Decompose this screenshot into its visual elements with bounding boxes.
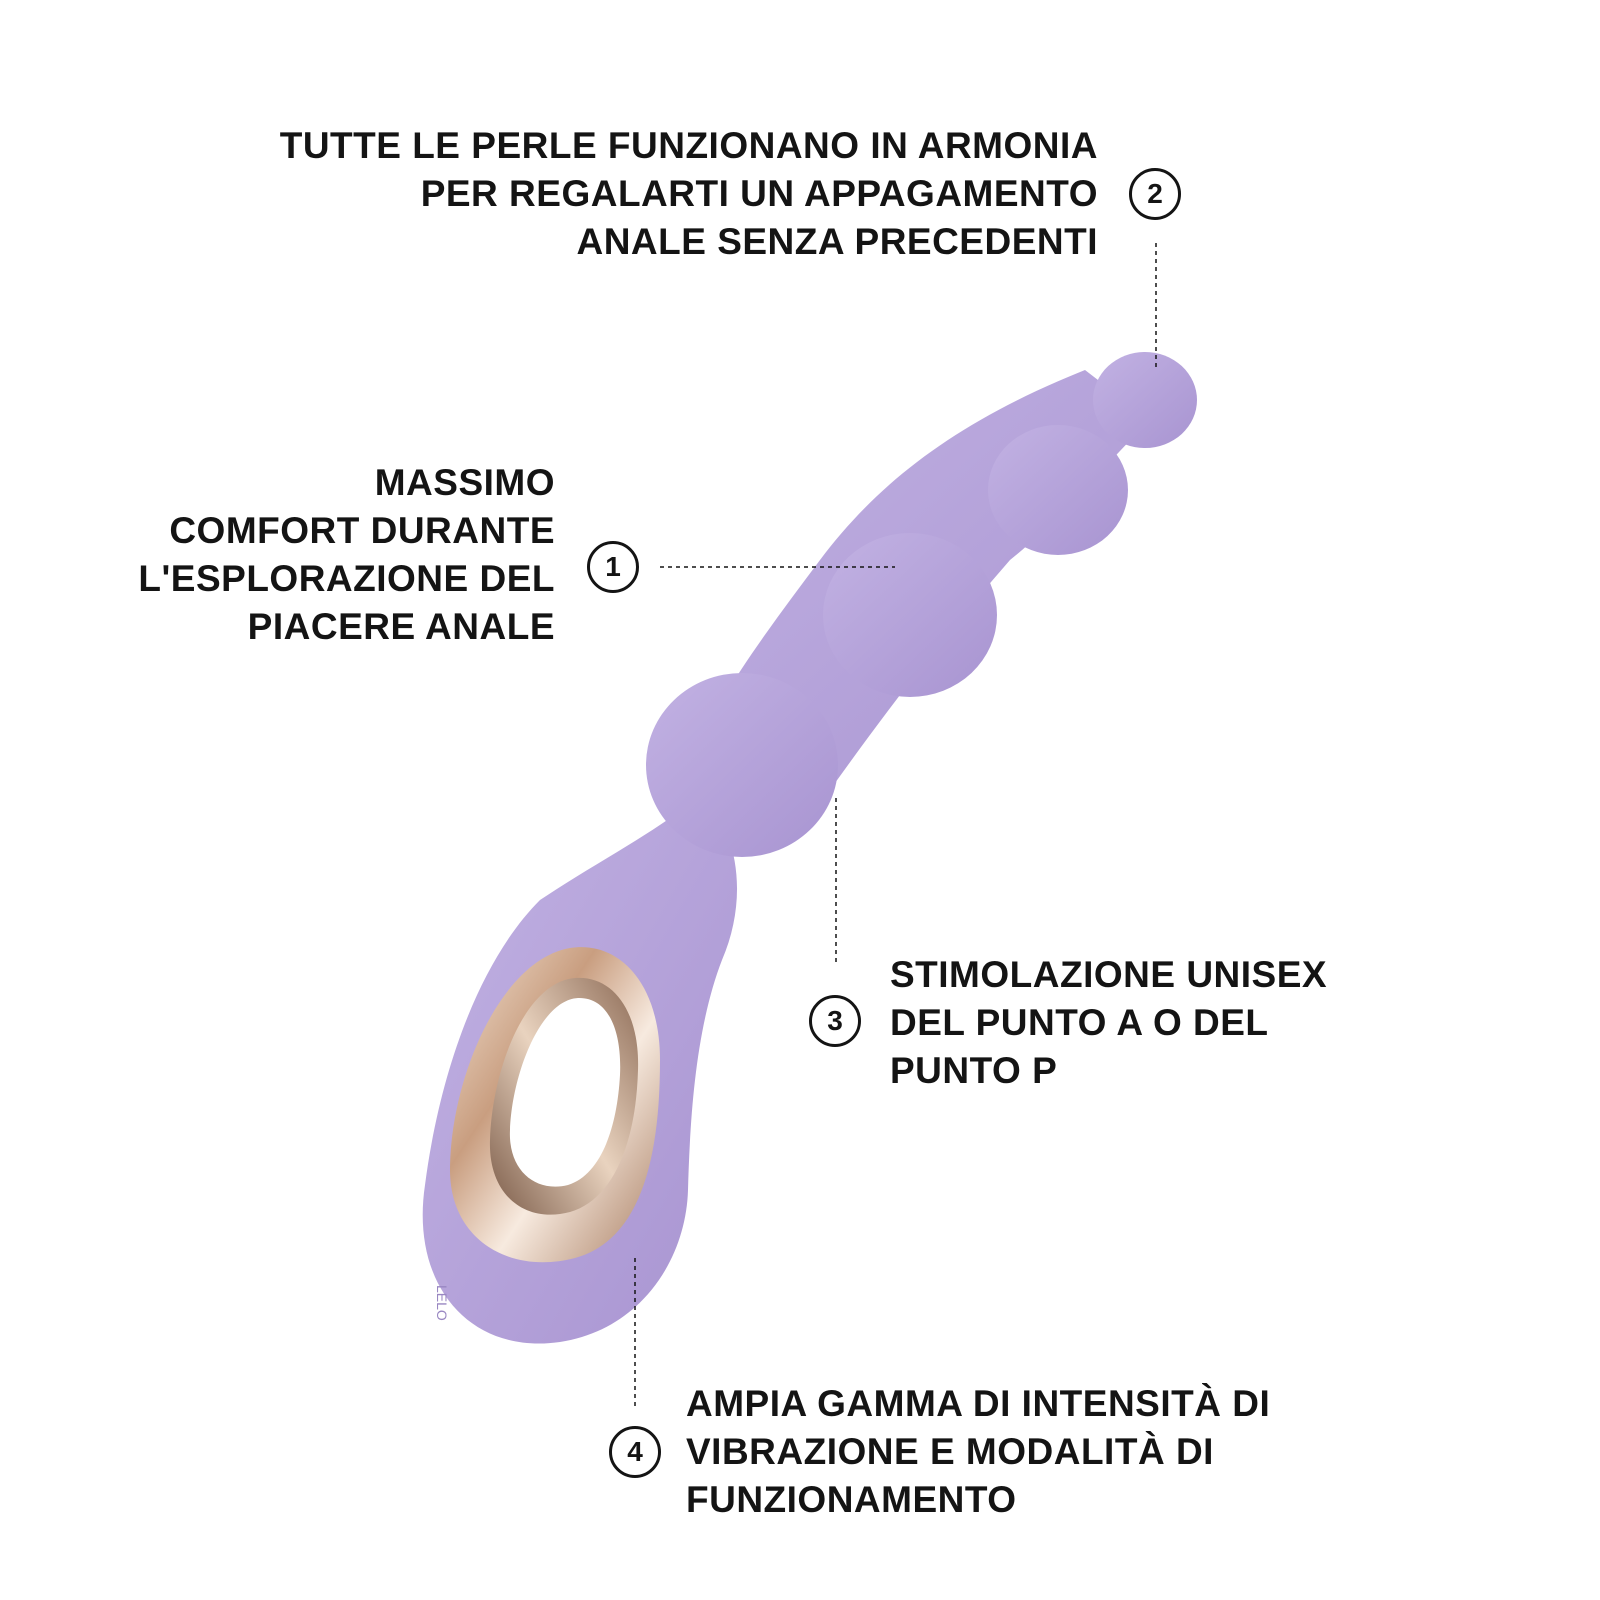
callout-3-text: STIMOLAZIONE UNISEX DEL PUNTO A O DEL PU… [890,954,1328,1091]
bead-tip [1093,352,1197,448]
callout-3-number-badge: 3 [809,995,861,1047]
callout-1-number-badge: 1 [587,541,639,593]
bead-1 [646,673,838,857]
product-logo: LELO [434,1285,450,1321]
callout-2-text: TUTTE LE PERLE FUNZIONANO IN ARMONIA PER… [279,125,1098,262]
callout-2-number-badge: 2 [1129,168,1181,220]
bead-2 [823,533,997,697]
bead-3 [988,425,1128,555]
callout-1-text: MASSIMO COMFORT DURANTE L'ESPLORAZIONE D… [138,462,555,647]
product-ring-hole [509,997,621,1187]
callout-4-number-badge: 4 [609,1426,661,1478]
callout-4-text: AMPIA GAMMA DI INTENSITÀ DI VIBRAZIONE E… [686,1383,1271,1520]
